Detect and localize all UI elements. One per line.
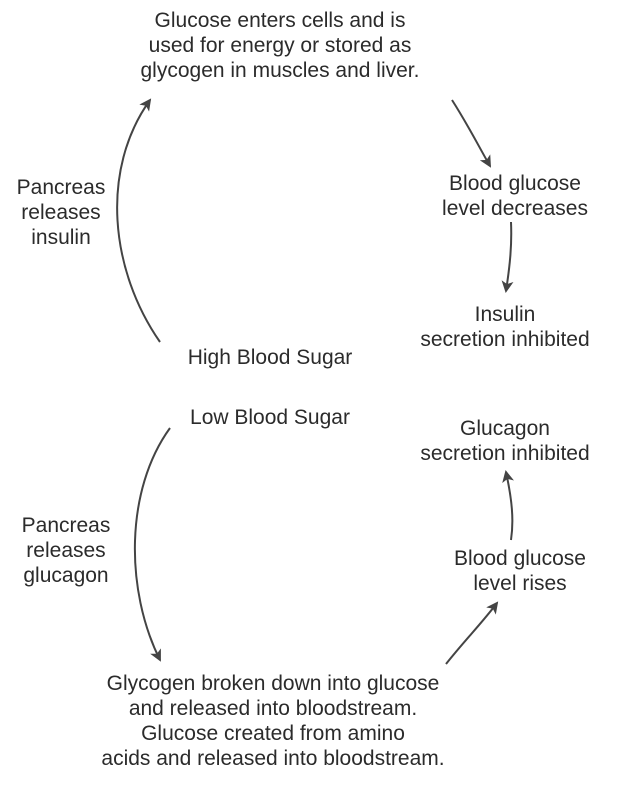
pancreas-releases-glucagon-text: Pancreas releases glucagon (21, 514, 111, 587)
arrow-level-rises-to-glucagon-inhibited (502, 470, 514, 541)
glucose-enters-cells-text: Glucose enters cells and is used for ene… (140, 9, 420, 82)
pancreas-releases-insulin-text: Pancreas releases insulin (16, 176, 106, 249)
low-blood-sugar-label: Low Blood Sugar (190, 406, 350, 429)
arrow-high-to-glucose-enters (116, 98, 161, 343)
arrow-level-decreases-to-insulin-inhibited (501, 221, 514, 293)
insulin-secretion-inhibited-text: Insulin secretion inhibited (420, 303, 590, 351)
arrow-glycogen-broken-to-level-rises (445, 601, 499, 665)
glucagon-secretion-inhibited-text: Glucagon secretion inhibited (420, 417, 590, 465)
high-blood-sugar-label: High Blood Sugar (187, 346, 353, 369)
blood-glucose-rises-text: Blood glucose level rises (454, 547, 586, 595)
arrow-low-to-glycogen-broken (133, 427, 171, 662)
glycogen-broken-down-text: Glycogen broken down into glucose and re… (101, 672, 445, 770)
arrow-glucose-enters-to-level-decreases (451, 99, 491, 168)
blood-glucose-decreases-text: Blood glucose level decreases (442, 172, 588, 220)
